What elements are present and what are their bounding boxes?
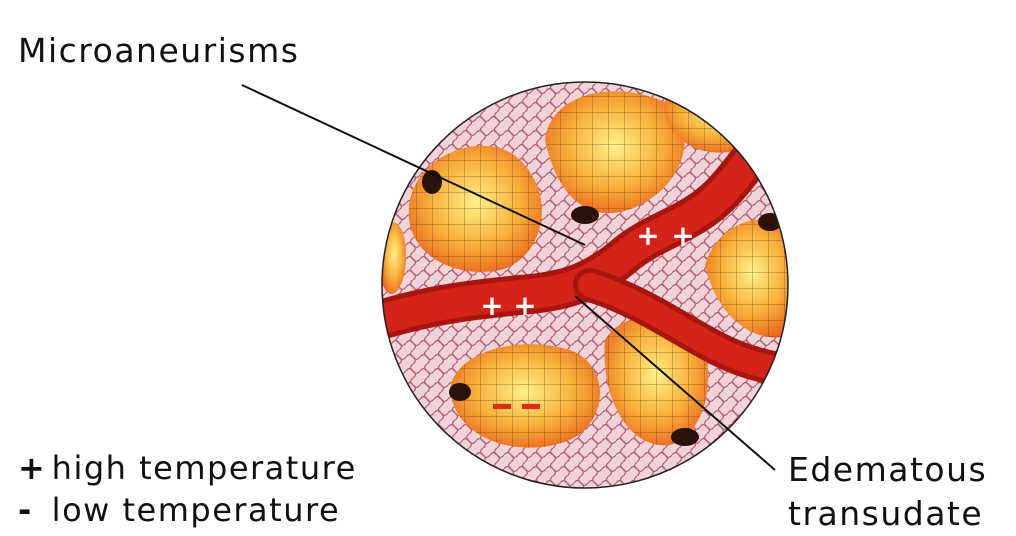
edematous-label-line2: transudate [788,492,987,536]
legend-high-temperature: + high temperature [18,452,357,484]
legend-plus-symbol: + [18,452,40,484]
minus-marker [522,404,540,409]
edematous-transudate-label: Edematous transudate [788,448,987,536]
legend-low-temperature: - low temperature [18,494,340,526]
plus-marker: + [513,289,536,322]
legend-high-text: high temperature [52,449,357,487]
microaneurisms-label: Microaneurisms [18,34,299,67]
minus-marker [493,404,511,409]
plus-marker: + [636,219,659,252]
cell-nucleus [671,428,699,446]
legend-low-text: low temperature [52,491,340,529]
plus-marker: + [480,289,503,322]
cell-nucleus [571,206,599,224]
plus-marker: + [671,219,694,252]
legend-minus-symbol: - [18,494,40,526]
edematous-label-line1: Edematous [788,448,987,492]
cell-nucleus [449,383,471,401]
